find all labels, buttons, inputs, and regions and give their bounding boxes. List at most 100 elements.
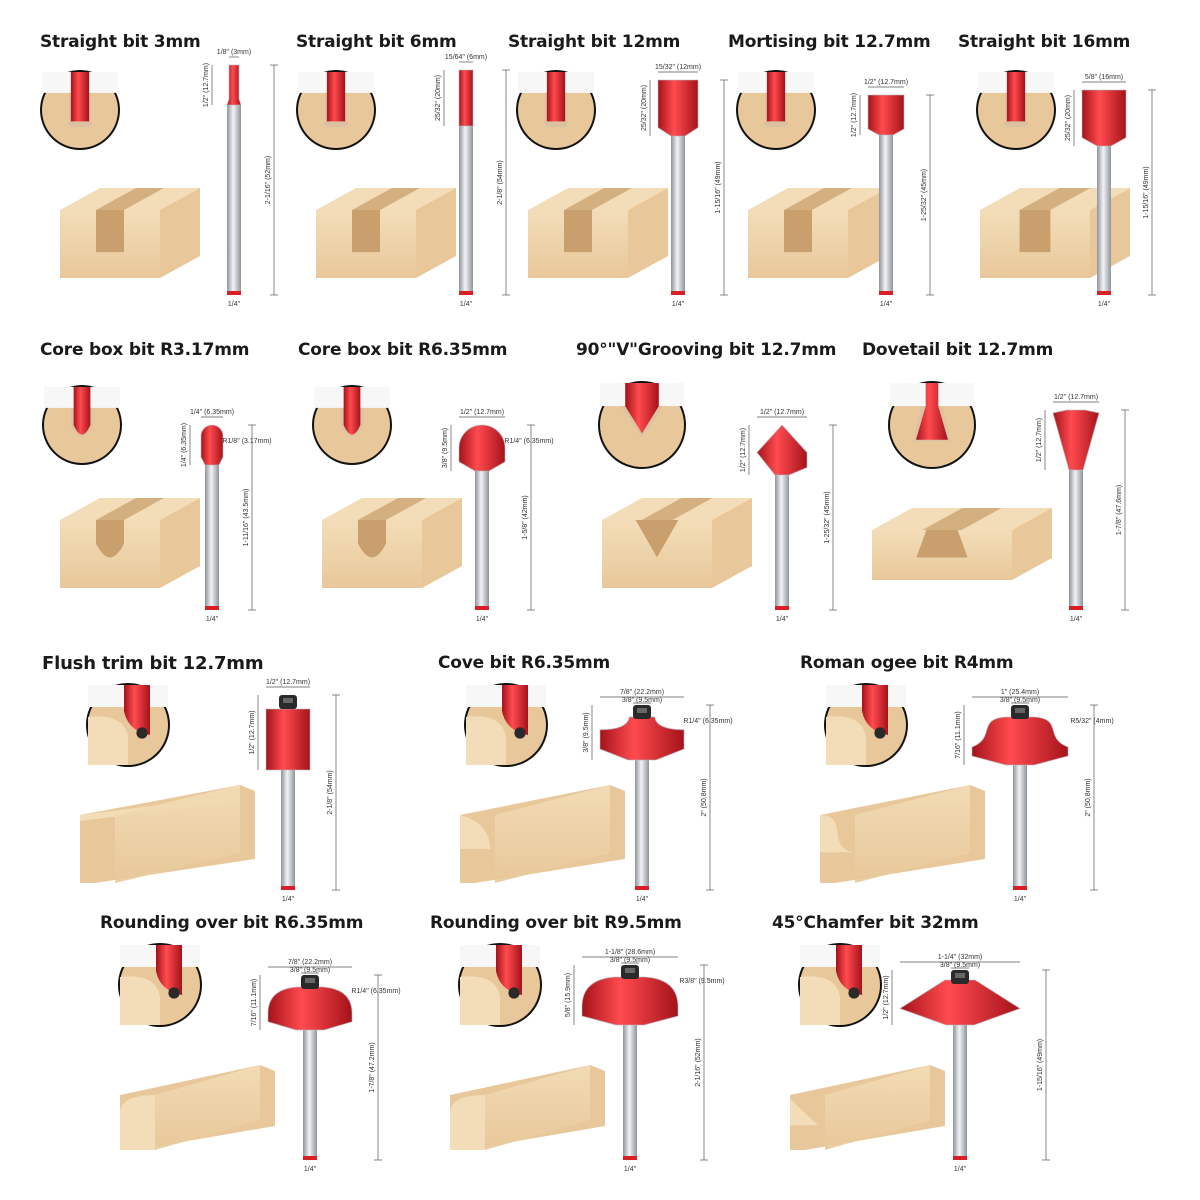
bit-shank (879, 135, 893, 295)
bit-cutter (1053, 410, 1099, 470)
bit-illustration: 1-7/8" (47.2mm)7/16" (11.1mm)7/8" (22.2m… (118, 943, 401, 1173)
dim-cut-label: 7/16" (11.1mm) (251, 979, 258, 1026)
detail-bit (546, 72, 566, 122)
bit-shank (775, 475, 789, 610)
bit-shank-ring (459, 291, 473, 295)
dim-radius-label: R1/4" (6.35mm) (351, 988, 400, 995)
wood-side (160, 188, 200, 278)
wood-profile-edge (460, 815, 490, 849)
dim-top-label: 1-1/8" (28.6mm) (605, 949, 655, 956)
bit-title: Mortising bit 12.7mm (728, 32, 931, 52)
dim-shank-label: 1/4" (460, 301, 473, 308)
detail-bearing (848, 987, 860, 999)
detail-bit (496, 945, 522, 995)
bit-shank (205, 465, 219, 610)
bit-carbide-edge (581, 976, 679, 1026)
detail-bit (502, 685, 528, 735)
dim-radius-label: R3/8" (9.5mm) (679, 978, 724, 985)
wood-block (60, 188, 200, 278)
bit-carbide-edge (1052, 409, 1100, 471)
bit-title: Roman ogee bit R4mm (800, 653, 1014, 673)
bit-card-roman-ogee-r4mm: Roman ogee bit R4mm 2" (50.8mm)7/16" (11… (780, 645, 1180, 910)
bit-bearing-highlight (955, 973, 965, 978)
wood-profile-edge (120, 1095, 155, 1150)
bit-shank (623, 1025, 637, 1160)
bit-title: Flush trim bit 12.7mm (42, 653, 264, 674)
bit-shank-ring (281, 886, 295, 890)
bit-bearing-highlight (625, 968, 635, 973)
wood-groove (635, 520, 679, 558)
dim-top-label: 1/2" (12.7mm) (1054, 394, 1098, 401)
detail-bit (916, 383, 948, 440)
dim-total-label: 2-1/16" (52mm) (265, 156, 272, 204)
bit-shank-ring (1013, 886, 1027, 890)
dim-total-label: 2-1/8" (54mm) (497, 160, 504, 205)
bit-title: Dovetail bit 12.7mm (862, 340, 1054, 360)
dim-cut-label: 1/2" (12.7mm) (851, 93, 858, 137)
dim-radius-label: R5/32" (4mm) (1070, 718, 1113, 725)
dim-shank-label: 1/4" (636, 896, 649, 903)
bit-shank-ring (623, 1156, 637, 1160)
wood-block (748, 188, 888, 278)
dim-top-label: 1/2" (12.7mm) (760, 409, 804, 416)
detail-profile (88, 716, 128, 765)
bit-shank-ring (303, 1156, 317, 1160)
dim-shank-label: 1/4" (228, 301, 241, 308)
bit-shank (281, 770, 295, 890)
wood-groove-top (96, 498, 164, 520)
bit-bearing-highlight (283, 698, 293, 703)
dim-total-label: 1-5/8" (42mm) (522, 495, 529, 540)
dim-shank-label: 1/4" (206, 616, 219, 623)
dim-total-label: 2" (50.8mm) (1085, 778, 1092, 816)
dim-cut-label: 1/2" (12.7mm) (740, 428, 747, 472)
bit-card-dovetail-12-7mm: Dovetail bit 12.7mm 1-7/8" (47.6mm)1/2" … (850, 330, 1180, 640)
wood-side (416, 188, 456, 278)
wood-groove-top (784, 188, 852, 210)
bit-cutter (900, 980, 1020, 1025)
wood-side (712, 498, 752, 588)
bit-illustration: 1-7/8" (47.6mm)1/2" (12.7mm)1/2" (12.7mm… (872, 381, 1129, 623)
dim-shank-label: 1/4" (672, 301, 685, 308)
wood-side (1012, 508, 1052, 580)
bit-cutter (227, 65, 241, 105)
wood-side (422, 498, 462, 588)
detail-bearing (136, 727, 148, 739)
dim-shank-label: 1/4" (282, 896, 295, 903)
bit-title: 90°"V"Grooving bit 12.7mm (576, 340, 837, 360)
bit-cutter (459, 425, 505, 471)
wood-block (872, 508, 1052, 580)
bit-illustration: 1-15/16" (49mm)1/2" (12.7mm)1-1/4" (32mm… (790, 943, 1050, 1173)
wood-groove (96, 210, 124, 253)
bit-cutter (600, 717, 684, 760)
dim-cut-label: 25/32" (20mm) (1065, 95, 1072, 141)
detail-profile (800, 976, 840, 1025)
wood-moulding-face (495, 785, 610, 883)
dim-cut-label: 1/2" (12.7mm) (1036, 418, 1043, 462)
bit-title: Straight bit 12mm (508, 32, 681, 52)
wood-groove-top (96, 188, 164, 210)
detail-bit (343, 387, 361, 435)
bit-shank-ring (227, 291, 241, 295)
detail-profile (826, 716, 866, 765)
wood-block (528, 188, 668, 278)
bit-illustration: 1-5/8" (42mm)3/8" (9.5mm)1/2" (12.7mm)R1… (312, 385, 554, 623)
bit-illustration: 1-15/16" (49mm)25/32" (20mm)5/8" (16mm)1… (976, 70, 1156, 308)
dim-total-label: 1-7/8" (47.2mm) (369, 1042, 376, 1092)
dim-shank-label: 1/4" (776, 616, 789, 623)
detail-bit (836, 945, 862, 995)
wood-block (316, 188, 456, 278)
bit-bearing-highlight (1015, 708, 1025, 713)
dim-shank-label: 1/4" (1098, 301, 1111, 308)
bit-title: Straight bit 6mm (296, 32, 457, 52)
bit-carbide-edge (265, 708, 311, 771)
wood-groove (358, 520, 386, 558)
bit-carbide-edge (458, 69, 474, 127)
bit-illustration: 2-1/16" (52mm)1/2" (12.7mm)1/8" (3mm)1/4… (40, 49, 278, 308)
wood-groove (564, 210, 592, 253)
detail-bearing (168, 987, 180, 999)
bit-carbide-edge (200, 424, 224, 466)
dim-radius-label: R1/4" (6.35mm) (504, 438, 553, 445)
dim-top-label: 1/4" (6.35mm) (190, 409, 234, 416)
bit-card-rounding-over-r6-35mm: Rounding over bit R6.35mm 1-7/8" (47.2mm… (80, 905, 420, 1180)
detail-profile (460, 976, 500, 1025)
